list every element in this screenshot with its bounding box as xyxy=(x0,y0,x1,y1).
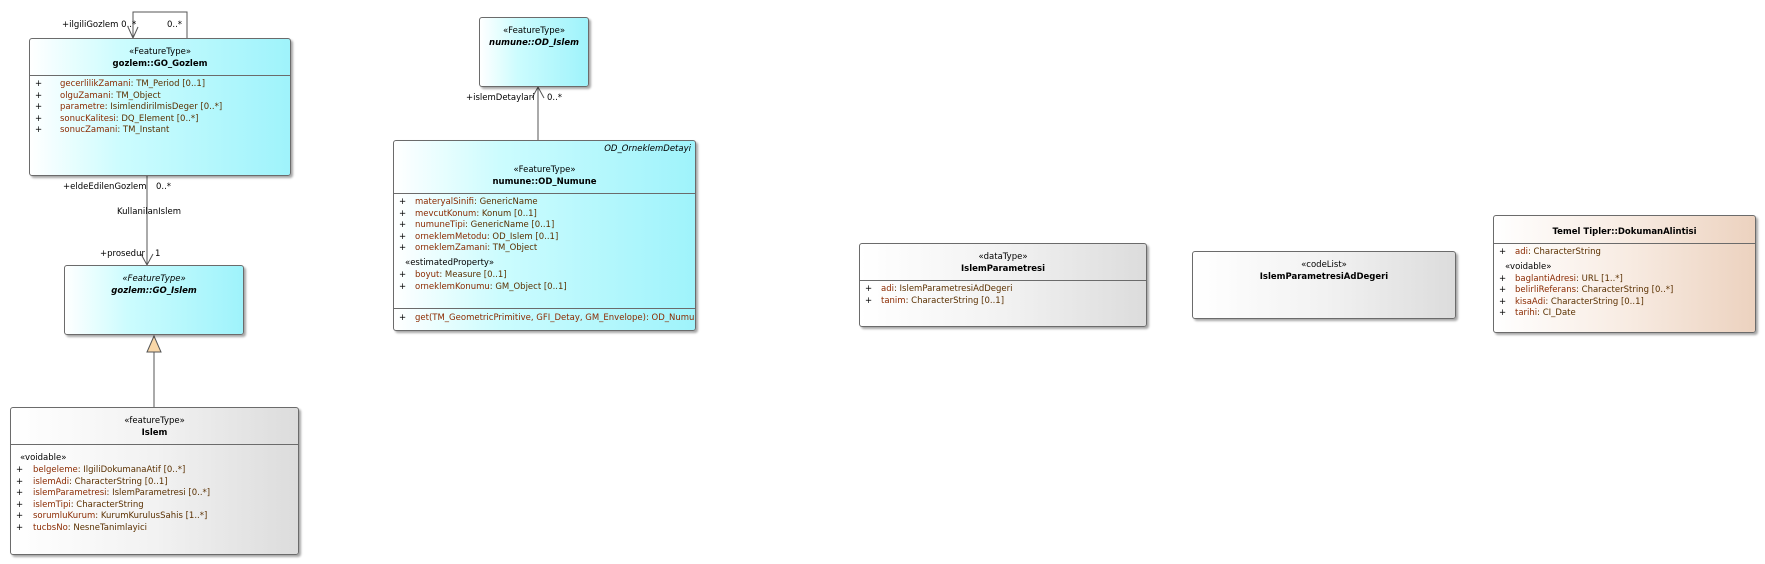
kullanilan-islem-target-multiplicity: 1 xyxy=(155,249,161,259)
class-name: IslemParametresiAdDegeri xyxy=(1259,272,1389,282)
class-dokuman-alintisi[interactable]: Temel Tipler::DokumanAlintisi +adi: Char… xyxy=(1493,215,1756,333)
compartment-divider xyxy=(11,444,298,445)
compartment-divider xyxy=(1494,243,1755,244)
kullanilan-islem-name: KullanilanIslem xyxy=(117,207,181,217)
attribute-row: +tarihi: CI_Date xyxy=(1499,308,1576,319)
attribute-row: +boyut: Measure [0..1] xyxy=(399,269,507,280)
islem-detaylari-arrowhead xyxy=(531,85,545,99)
class-stereotype: «FeatureType» xyxy=(128,47,192,57)
attribute-row: +belgeleme: IlgiliDokumanaAtif [0..*] xyxy=(16,465,186,475)
islem-detaylari-role: +islemDetaylari xyxy=(466,93,535,103)
class-name: Islem xyxy=(141,428,168,438)
self-association-role: +ilgiliGozlem 0..* xyxy=(62,20,137,30)
attribute-row: +sonucZamani: TM_Instant xyxy=(35,125,170,136)
attribute-row: +numuneTipi: GenericName [0..1] xyxy=(399,220,555,231)
class-od-islem[interactable]: «FeatureType» numune::OD_Islem xyxy=(479,17,589,87)
attribute-row: +orneklemMetodu: OD_Islem [0..1] xyxy=(399,231,559,242)
attribute-row: +adi: CharacterString xyxy=(1499,247,1601,257)
class-go-gozlem[interactable]: «FeatureType» gozlem::GO_Gozlem +gecerli… xyxy=(29,38,291,176)
attribute-row: +orneklemZamani: TM_Object xyxy=(399,243,538,254)
kullanilan-islem-target-role: +prosedur xyxy=(100,249,145,259)
kullanilan-islem-source-role: +eldeEdilenGozlem xyxy=(63,182,147,192)
class-name: IslemParametresi xyxy=(960,264,1046,274)
attribute-row: +orneklemKonumu: GM_Object [0..1] xyxy=(399,281,567,292)
class-stereotype: «FeatureType» xyxy=(122,274,186,284)
attribute-row: +islemAdi: CharacterString [0..1] xyxy=(16,476,168,487)
class-islem-parametresi-ad-degeri[interactable]: «codeList» IslemParametresiAdDegeri xyxy=(1192,251,1456,319)
class-name: gozlem::GO_Gozlem xyxy=(112,59,208,69)
self-association-multiplicity: 0..* xyxy=(167,20,183,30)
attribute-row: +gecerlilikZamani: TM_Period [0..1] xyxy=(35,79,206,89)
class-stereotype: «FeatureType» xyxy=(513,165,576,175)
attribute-row: +islemTipi: CharacterString xyxy=(16,499,144,510)
operation-row: +get(TM_GeometricPrimitive, GFI_Detay, G… xyxy=(399,313,696,323)
class-od-numune[interactable]: OD_OrneklemDetayi «FeatureType» numune::… xyxy=(393,140,696,331)
attribute-compartment: +materyalSinifi: GenericName +mevcutKonu… xyxy=(394,197,695,293)
attribute-row: +tanim: CharacterString [0..1] xyxy=(865,295,1005,306)
self-association-line xyxy=(132,11,188,38)
attribute-row: +sonucKalitesi: DQ_Element [0..*] xyxy=(35,113,199,124)
stereotype-group: «voidable» xyxy=(1505,261,1552,272)
attribute-row: +materyalSinifi: GenericName xyxy=(399,197,538,207)
class-name: gozlem::GO_Islem xyxy=(111,286,197,296)
attribute-row: +olguZamani: TM_Object xyxy=(35,90,161,101)
class-name: Temel Tipler::DokumanAlintisi xyxy=(1552,227,1697,237)
class-stereotype: «featureType» xyxy=(124,416,185,426)
attribute-compartment: +adi: IslemParametresiAdDegeri +tanim: C… xyxy=(860,284,1146,307)
attribute-row: +tucbsNo: NesneTanimlayici xyxy=(16,522,147,533)
compartment-divider xyxy=(860,280,1146,281)
compartment-divider xyxy=(394,308,695,309)
attribute-row: +islemParametresi: IslemParametresi [0..… xyxy=(16,488,211,499)
attribute-row: +adi: IslemParametresiAdDegeri xyxy=(865,284,1013,294)
attribute-row: +kisaAdi: CharacterString [0..1] xyxy=(1499,296,1644,307)
class-islem-parametresi[interactable]: «dataType» IslemParametresi +adi: IslemP… xyxy=(859,243,1147,327)
stereotype-group: «estimatedProperty» xyxy=(405,257,495,268)
attribute-compartment: «voidable» +belgeleme: IlgiliDokumanaAti… xyxy=(11,452,298,535)
attribute-row: +parametre: IsimlendirilmisDeger [0..*] xyxy=(35,102,223,113)
class-stereotype: «FeatureType» xyxy=(502,26,566,36)
compartment-divider xyxy=(394,193,695,194)
class-stereotype: «codeList» xyxy=(1301,260,1347,270)
islem-detaylari-multiplicity: 0..* xyxy=(547,93,563,103)
kullanilan-islem-source-multiplicity: 0..* xyxy=(156,182,172,192)
class-stereotype: «dataType» xyxy=(978,252,1028,262)
attribute-compartment: +gecerlilikZamani: TM_Period [0..1] +olg… xyxy=(30,79,290,137)
stereotype-group: «voidable» xyxy=(20,453,67,463)
class-go-islem[interactable]: «FeatureType» gozlem::GO_Islem xyxy=(64,265,244,335)
compartment-divider xyxy=(30,75,290,76)
generalization-arrowhead xyxy=(146,334,162,353)
operation-compartment: +get(TM_GeometricPrimitive, GFI_Detay, G… xyxy=(394,313,695,325)
class-islem[interactable]: «featureType» Islem «voidable» +belgelem… xyxy=(10,407,299,555)
parent-class-label: OD_OrneklemDetayi xyxy=(604,144,691,154)
attribute-compartment: +adi: CharacterString «voidable» +baglan… xyxy=(1494,247,1755,320)
attribute-row: +mevcutKonum: Konum [0..1] xyxy=(399,208,537,219)
attribute-row: +sorumluKurum: KurumKurulusSahis [1..*] xyxy=(16,511,208,522)
class-name: numune::OD_Islem xyxy=(489,38,579,48)
attribute-row: +belirliReferans: CharacterString [0..*] xyxy=(1499,285,1674,296)
attribute-row: +baglantiAdresi: URL [1..*] xyxy=(1499,273,1623,284)
class-name: numune::OD_Numune xyxy=(492,177,597,187)
